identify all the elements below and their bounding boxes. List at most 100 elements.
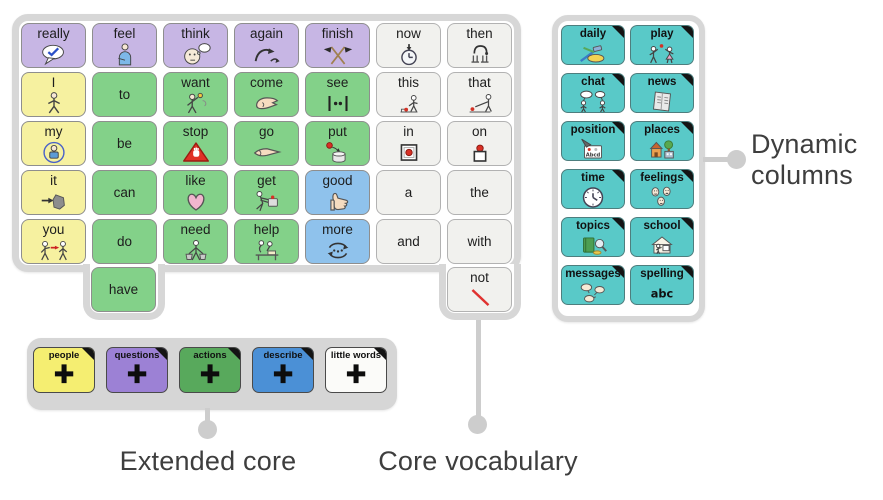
plus-symbol: + — [199, 355, 220, 393]
cell-label: think — [181, 26, 210, 41]
this-near-icon — [392, 91, 426, 115]
cell-label: do — [116, 234, 133, 249]
cell-label: want — [181, 75, 210, 90]
in-square-icon — [392, 140, 426, 164]
get-grab-icon — [250, 189, 284, 213]
extended-cell-describe[interactable]: describe+ — [252, 347, 314, 393]
cell-this[interactable]: this — [376, 72, 441, 117]
feelings-faces-icon — [645, 185, 679, 208]
cell-it[interactable]: it — [21, 170, 86, 215]
dynamic-cell-daily[interactable]: daily — [561, 25, 625, 65]
cell-label: position — [570, 124, 616, 136]
daily-grooming-icon — [576, 41, 610, 64]
not-cell-pocket: not — [439, 264, 521, 320]
play-figures-icon — [645, 41, 679, 64]
cell-the[interactable]: the — [447, 170, 512, 215]
finish-flags-icon — [321, 42, 355, 66]
cell-label: come — [249, 75, 283, 90]
extended-core-panel: people+questions+actions+describe+little… — [27, 338, 397, 410]
cell-finish[interactable]: finish — [305, 23, 370, 68]
cell-label: places — [644, 124, 680, 136]
cell-a[interactable]: a — [376, 170, 441, 215]
dynamic-cell-play[interactable]: play — [630, 25, 694, 65]
help-table-icon — [250, 238, 284, 262]
cell-label: with — [467, 234, 492, 249]
dynamic-cell-time[interactable]: time — [561, 169, 625, 209]
corner-fold-icon — [612, 74, 624, 86]
messages-bubbles-icon — [576, 281, 610, 304]
cell-with[interactable]: with — [447, 219, 512, 264]
cell-label: school — [643, 220, 681, 232]
cell-again[interactable]: again — [234, 23, 299, 68]
extended-cell-actions[interactable]: actions+ — [179, 347, 241, 393]
cell-come[interactable]: come — [234, 72, 299, 117]
now-clock-icon — [392, 42, 426, 66]
cell-now[interactable]: now — [376, 23, 441, 68]
position-card-icon: Abcd — [576, 137, 610, 160]
school-house-icon — [645, 233, 679, 256]
dynamic-cell-chat[interactable]: chat — [561, 73, 625, 113]
connector-line-dynamic — [703, 157, 730, 162]
want-reach-icon — [179, 91, 213, 115]
i-figure-icon — [37, 91, 71, 115]
cell-label: news — [647, 76, 677, 88]
cell-help[interactable]: help — [234, 219, 299, 264]
cell-do[interactable]: do — [92, 219, 157, 264]
cell-to[interactable]: to — [92, 72, 157, 117]
extended-cell-people[interactable]: people+ — [33, 347, 95, 393]
speech-check-icon — [37, 42, 71, 66]
cell-label: not — [470, 270, 489, 285]
then-arch-icon — [463, 42, 497, 66]
cell-be[interactable]: be — [92, 121, 157, 166]
corner-fold-icon — [681, 218, 693, 230]
cell-good[interactable]: good — [305, 170, 370, 215]
plus-symbol: + — [126, 355, 147, 393]
places-house-icon — [645, 137, 679, 160]
cell-label: you — [42, 222, 65, 237]
cell-i[interactable]: I — [21, 72, 86, 117]
cell-then[interactable]: then — [447, 23, 512, 68]
cell-more[interactable]: more — [305, 219, 370, 264]
dynamic-cell-school[interactable]: school — [630, 217, 694, 257]
dynamic-columns-label: Dynamic columns — [751, 129, 857, 191]
cell-think[interactable]: think — [163, 23, 228, 68]
dynamic-cell-feelings[interactable]: feelings — [630, 169, 694, 209]
dynamic-cell-messages[interactable]: messages — [561, 265, 625, 305]
cell-stop[interactable]: stop — [163, 121, 228, 166]
extended-cell-questions[interactable]: questions+ — [106, 347, 168, 393]
cell-have[interactable]: have — [91, 267, 156, 312]
cell-and[interactable]: and — [376, 219, 441, 264]
cell-see[interactable]: see — [305, 72, 370, 117]
cell-in[interactable]: in — [376, 121, 441, 166]
dynamic-columns-label-line1: Dynamic — [751, 129, 858, 159]
cell-like[interactable]: like — [163, 170, 228, 215]
connector-line-core — [476, 318, 481, 418]
extended-core-label: Extended core — [119, 446, 297, 476]
corner-fold-icon — [681, 170, 693, 182]
corner-fold-icon — [681, 266, 693, 278]
cell-need[interactable]: need — [163, 219, 228, 264]
cell-put[interactable]: put — [305, 121, 370, 166]
cell-on[interactable]: on — [447, 121, 512, 166]
cell-my[interactable]: my — [21, 121, 86, 166]
corner-fold-icon — [612, 266, 624, 278]
cell-want[interactable]: want — [163, 72, 228, 117]
cell-not[interactable]: not — [447, 267, 512, 312]
cell-can[interactable]: can — [92, 170, 157, 215]
cell-really[interactable]: really — [21, 23, 86, 68]
cell-go[interactable]: go — [234, 121, 299, 166]
come-hand-icon — [250, 91, 284, 115]
cell-label: in — [403, 124, 414, 139]
cell-that[interactable]: that — [447, 72, 512, 117]
cell-get[interactable]: get — [234, 170, 299, 215]
cell-feel[interactable]: feel — [92, 23, 157, 68]
dynamic-cell-topics[interactable]: topics — [561, 217, 625, 257]
extended-cell-little-words[interactable]: little words+ — [325, 347, 387, 393]
cell-label: little words — [330, 350, 382, 361]
dynamic-cell-news[interactable]: news — [630, 73, 694, 113]
cell-you[interactable]: you — [21, 219, 86, 264]
dynamic-cell-places[interactable]: places — [630, 121, 694, 161]
